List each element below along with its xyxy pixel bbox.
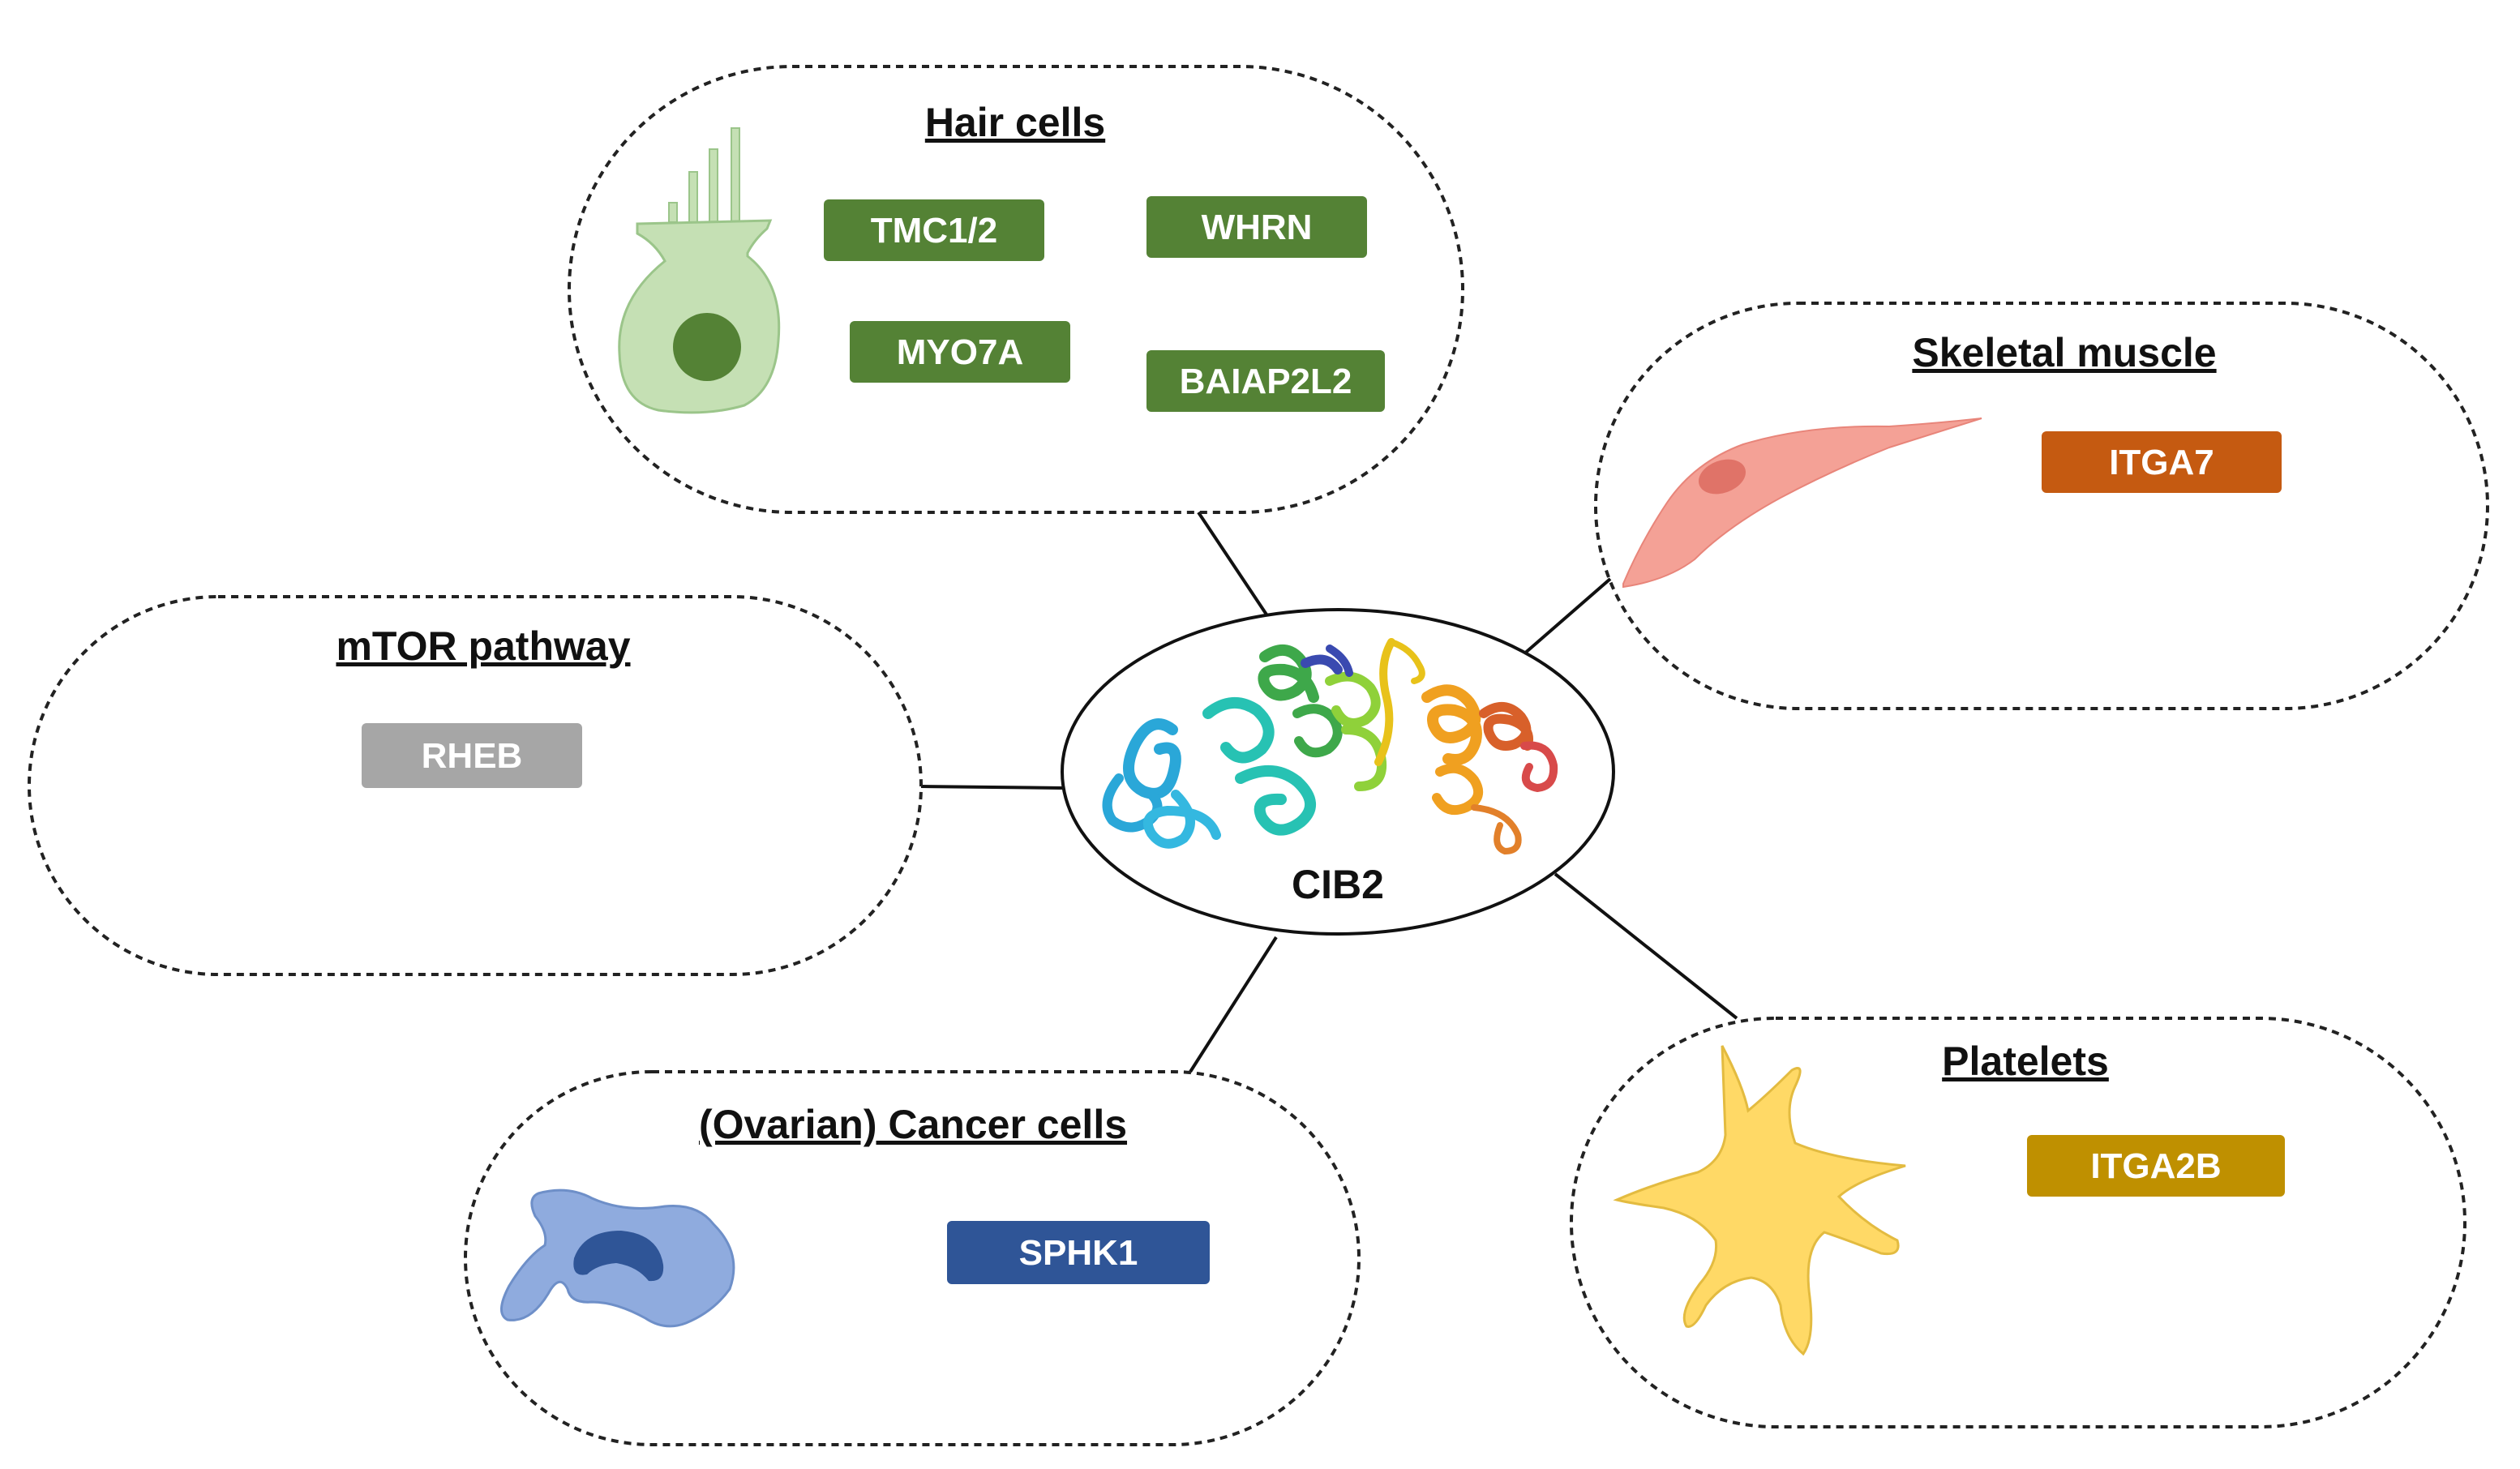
gene-label: MYO7A <box>897 332 1023 372</box>
connector-platelets <box>1554 872 1738 1020</box>
gene-pill-sphk1: SPHK1 <box>947 1221 1210 1284</box>
connector-cancer <box>1189 936 1278 1073</box>
gene-pill-itga2b: ITGA2B <box>2027 1135 2285 1197</box>
connector-skeletal-muscle <box>1521 577 1612 657</box>
center-cib2: CIB2 <box>1061 608 1615 936</box>
gene-label: BAIAP2L2 <box>1180 362 1352 401</box>
group-boundary <box>1594 302 2489 710</box>
group-cancer-cells: (Ovarian) Cancer cells SPHK1 <box>464 1070 1361 1446</box>
group-title: Hair cells <box>925 100 1105 145</box>
gene-label: ITGA7 <box>2109 443 2214 482</box>
muscle-cell-icon <box>1622 418 1982 589</box>
center-label: CIB2 <box>1292 862 1384 907</box>
platelet-icon <box>1613 1045 1906 1356</box>
gene-pill-itga7: ITGA7 <box>2042 431 2282 493</box>
gene-label: ITGA2B <box>2090 1146 2221 1186</box>
center-ellipse <box>1061 608 1615 936</box>
gene-label: WHRN <box>1202 208 1313 247</box>
cancer-cell-icon <box>500 1188 735 1328</box>
gene-pill-baiap2l2: BAIAP2L2 <box>1146 350 1385 412</box>
group-boundary <box>1570 1017 2466 1428</box>
gene-label: SPHK1 <box>1019 1233 1138 1273</box>
gene-label: RHEB <box>422 736 523 776</box>
gene-pill-whrn: WHRN <box>1146 196 1367 258</box>
group-boundary <box>28 595 923 976</box>
group-title: (Ovarian) Cancer cells <box>699 1102 1127 1147</box>
group-title: Skeletal muscle <box>1912 330 2216 375</box>
gene-pill-rheb: RHEB <box>362 723 582 788</box>
gene-pill-myo7a: MYO7A <box>850 321 1070 383</box>
hair-cell-icon <box>618 127 781 414</box>
group-skeletal-muscle: Skeletal muscle ITGA7 <box>1594 302 2489 710</box>
group-boundary <box>464 1070 1361 1446</box>
gene-pill-tmc1-2: TMC1/2 <box>824 199 1044 261</box>
connector-hair-cells <box>1197 511 1268 616</box>
group-hair-cells: Hair cells TMC1/2 WHRN MYO7A BAIAP2L2 <box>568 65 1464 514</box>
group-title: Platelets <box>1942 1039 2109 1084</box>
group-boundary <box>568 65 1464 514</box>
group-title: mTOR pathway <box>336 623 630 669</box>
connector-mtor <box>920 785 1063 790</box>
cib2-protein-structure-icon <box>1102 638 1558 854</box>
gene-label: TMC1/2 <box>871 211 997 251</box>
group-mtor-pathway: mTOR pathway RHEB <box>28 595 923 976</box>
group-platelets: Platelets ITGA2B <box>1570 1017 2466 1428</box>
connectors <box>920 511 1738 1073</box>
